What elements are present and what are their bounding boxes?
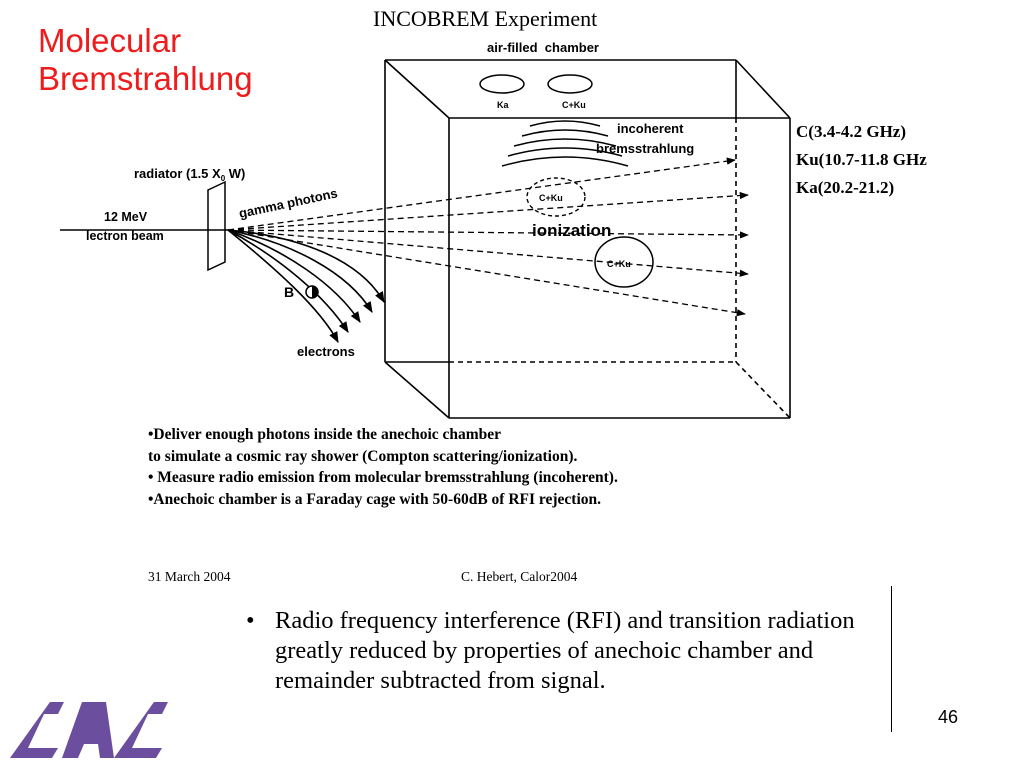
band-c: C(3.4-4.2 GHz)	[796, 122, 906, 141]
incoherent-label: incoherent	[617, 121, 684, 136]
figure-bullet-list: •Deliver enough photons inside the anech…	[148, 424, 618, 510]
cku-solid-region	[594, 236, 654, 288]
chamber-box	[384, 59, 791, 419]
ionization-label: ionization	[532, 221, 611, 240]
chamber-label: air-filled chamber	[487, 40, 599, 55]
b-field-label: B	[284, 284, 294, 300]
figure-bullet: to simulate a cosmic ray shower (Compton…	[148, 447, 578, 465]
cac-logo	[10, 702, 168, 758]
figure-bullet: •Anechoic chamber is a Faraday cage with…	[148, 490, 602, 508]
main-bullet-item: • Radio frequency interference (RFI) and…	[246, 606, 886, 696]
figure-bullet: • Measure radio emission from molecular …	[148, 469, 618, 486]
cku-dashed-label: C+Ku	[539, 193, 563, 203]
electron-trajectories	[227, 229, 385, 343]
cku-dashed-region	[526, 177, 586, 217]
antenna-cku	[547, 74, 593, 94]
figure-bullet: •Deliver enough photons inside the anech…	[148, 426, 502, 443]
figure-footer-date: 31 March 2004	[148, 569, 231, 584]
incobrem-diagram: INCOBREM Experiment air-filled chamber K…	[60, 6, 927, 419]
figure-heading: INCOBREM Experiment	[373, 6, 597, 31]
beam-label-line-1: 12 MeV	[104, 210, 148, 224]
antenna-ka-label: Ka	[497, 100, 509, 110]
gamma-photons-label: gamma photons	[238, 185, 339, 221]
slide-title: Molecular Bremstrahlung	[38, 22, 253, 98]
beam-label-line-2: lectron beam	[86, 229, 164, 243]
main-bullet-list: • Radio frequency interference (RFI) and…	[246, 606, 886, 696]
electrons-label: electrons	[297, 344, 355, 359]
antenna-ka	[479, 74, 525, 94]
bullet-marker: •	[246, 607, 255, 634]
main-bullet-text: Radio frequency interference (RFI) and t…	[275, 607, 855, 694]
vertical-divider	[891, 586, 892, 732]
slide-number: 46	[938, 707, 959, 727]
bremsstrahlung-label: bremsstrahlung	[596, 141, 694, 156]
antenna-cku-label: C+Ku	[562, 100, 586, 110]
band-ka: Ka(20.2-21.2)	[796, 178, 894, 197]
cku-solid-label: C+Ku	[607, 259, 631, 269]
band-ku: Ku(10.7-11.8 GHz	[796, 150, 927, 169]
slide-title-line-2: Bremstrahlung	[38, 60, 253, 97]
slide-title-line-1: Molecular	[38, 22, 182, 59]
radiator-label: radiator (1.5 X0 W)	[134, 166, 245, 183]
radiator-plate	[207, 180, 226, 272]
figure-footer-author: C. Hebert, Calor2004	[461, 569, 578, 584]
incoherent-wave-arcs	[501, 120, 629, 167]
gamma-photon-rays	[227, 157, 749, 317]
